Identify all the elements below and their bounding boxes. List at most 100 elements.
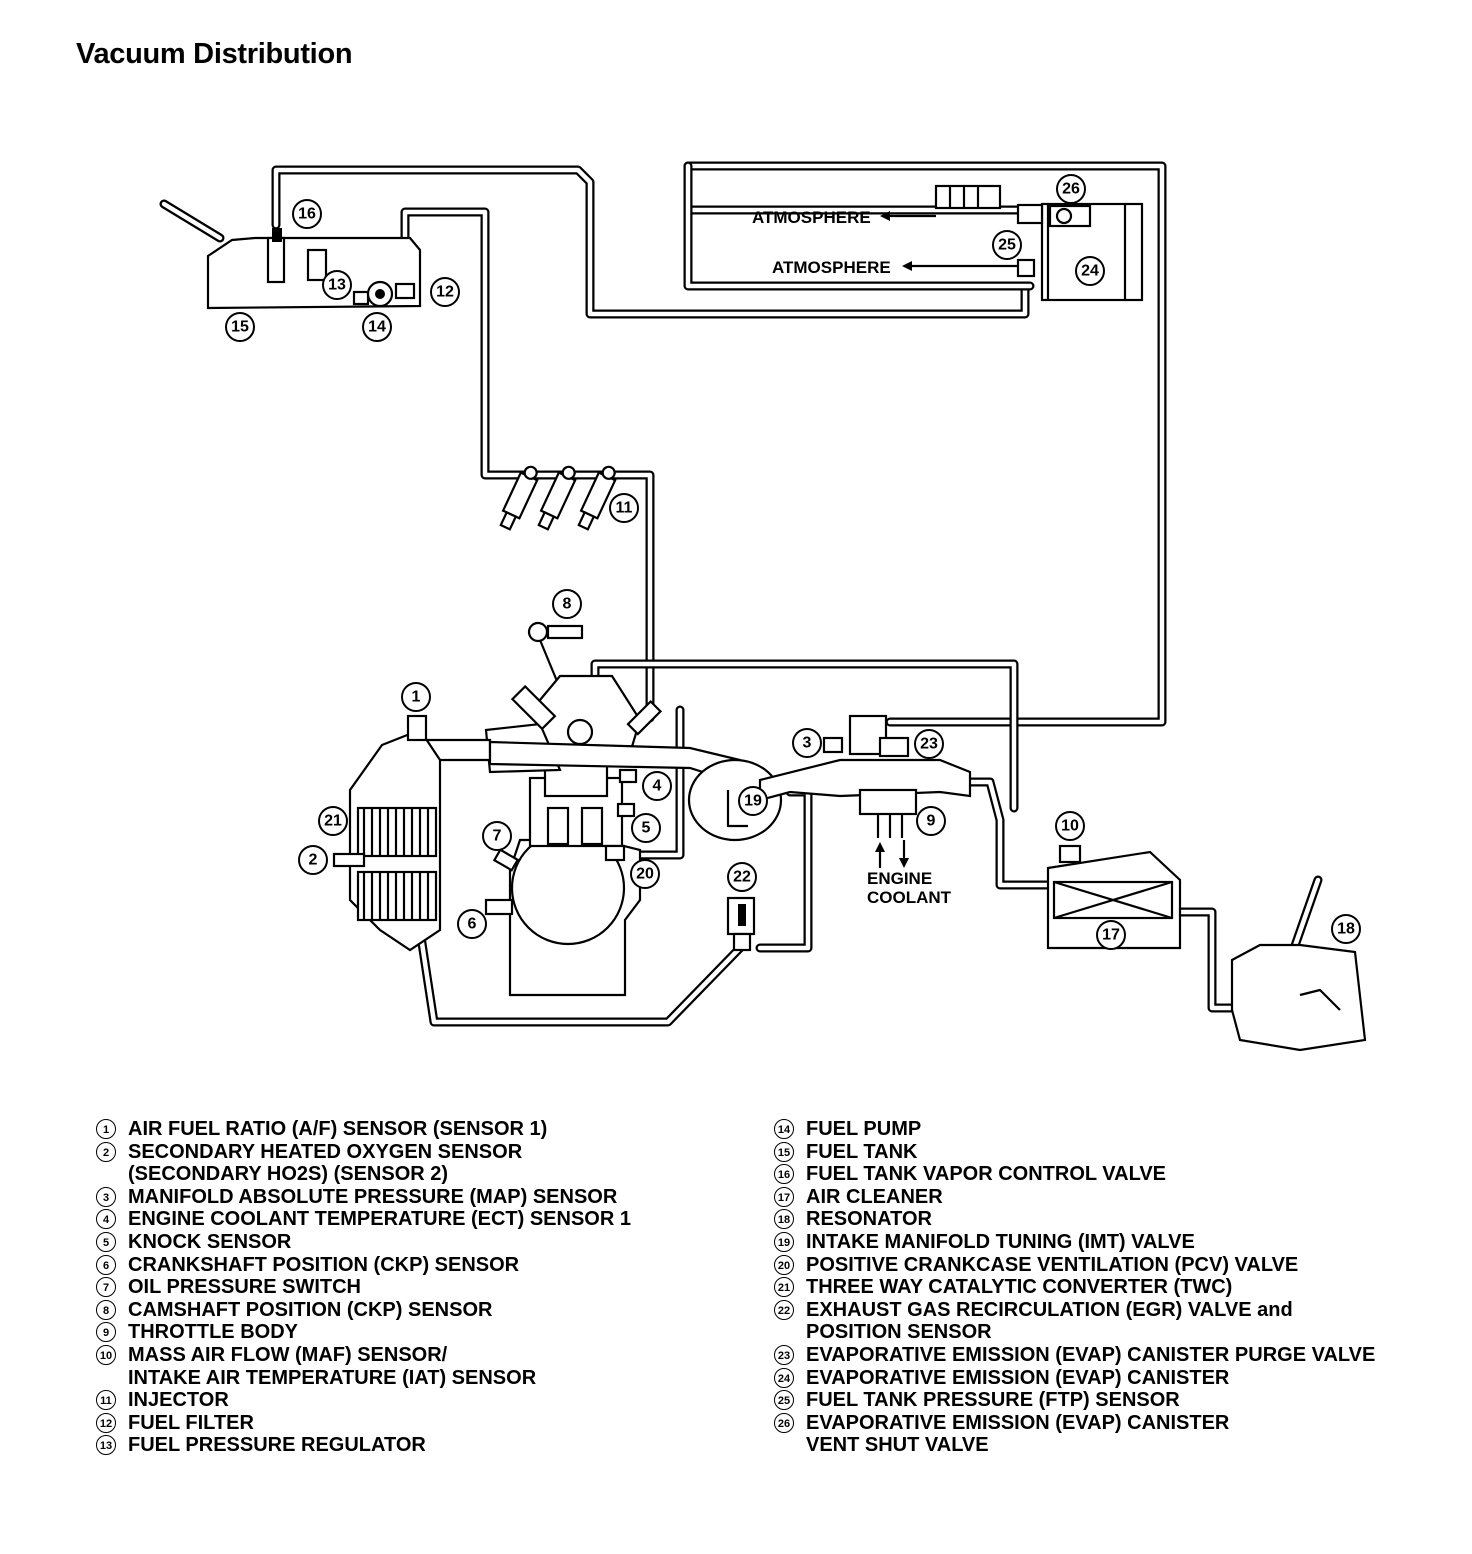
svg-text:13: 13 [328,277,346,294]
svg-text:17: 17 [1102,927,1120,944]
legend-number: 4 [96,1209,116,1230]
callout-14: 14 [362,312,392,342]
svg-text:1: 1 [412,689,421,706]
legend-number: 8 [96,1299,116,1320]
svg-text:20: 20 [636,866,654,883]
legend-item-12: 12 FUEL FILTER [96,1412,631,1435]
svg-text:5: 5 [642,820,651,837]
callout-19: 19 [738,786,768,816]
legend-number: 9 [96,1322,116,1343]
legend-number: 17 [774,1186,794,1207]
engine [484,674,663,997]
legend-text: EVAPORATIVE EMISSION (EVAP) CANISTER VEN… [806,1411,1230,1457]
callout-10: 10 [1055,811,1085,841]
callout-5: 5 [631,813,661,843]
legend-text: INJECTOR [128,1389,229,1412]
legend-number: 1 [96,1119,116,1139]
legend-text: FUEL PRESSURE REGULATOR [128,1434,426,1457]
legend-text: RESONATOR [806,1208,932,1231]
legend-text: EXHAUST GAS RECIRCULATION (EGR) VALVE an… [806,1298,1293,1344]
legend-text: FUEL PUMP [806,1118,922,1140]
legend-text: INTAKE MANIFOLD TUNING (IMT) VALVE [806,1230,1195,1253]
atmosphere-label-upper: ATMOSPHERE [752,208,871,227]
catalytic-converter [332,714,492,952]
callout-11: 11 [609,493,639,523]
legend-text: OIL PRESSURE SWITCH [128,1276,361,1299]
svg-text:11: 11 [616,500,633,517]
legend-number: 20 [774,1254,794,1275]
svg-text:25: 25 [998,237,1016,254]
legend-number: 19 [774,1231,794,1252]
legend-item-11: 11 INJECTOR [96,1389,631,1412]
legend-text: FUEL FILTER [128,1411,254,1434]
legend-item-7: 7 OIL PRESSURE SWITCH [96,1276,631,1299]
legend-item-19: 19 INTAKE MANIFOLD TUNING (IMT) VALVE [774,1231,1375,1254]
callout-25: 25 [992,230,1022,260]
callout-12: 12 [430,277,460,307]
legend-text: AIR FUEL RATIO (A/F) SENSOR (SENSOR 1) [128,1118,548,1140]
legend-text: CAMSHAFT POSITION (CKP) SENSOR [128,1298,493,1321]
svg-text:21: 21 [324,813,342,830]
legend-number: 14 [774,1119,794,1139]
legend-number: 7 [96,1277,116,1298]
svg-text:19: 19 [744,793,762,810]
legend-number: 16 [774,1164,794,1185]
svg-text:24: 24 [1081,263,1099,280]
legend-item-2: 2 SECONDARY HEATED OXYGEN SENSOR (SECONDA… [96,1141,631,1186]
legend-text: THROTTLE BODY [128,1321,298,1344]
callout-9: 9 [916,806,946,836]
legend-text: MANIFOLD ABSOLUTE PRESSURE (MAP) SENSOR [128,1185,618,1208]
legend-item-13: 13 FUEL PRESSURE REGULATOR [96,1434,631,1457]
legend-item-21: 21 THREE WAY CATALYTIC CONVERTER (TWC) [774,1276,1375,1299]
legend-number: 13 [96,1435,116,1456]
evap-canister-assembly [880,184,1144,302]
svg-text:2: 2 [309,852,318,869]
legend-number: 5 [96,1231,116,1252]
svg-text:26: 26 [1062,181,1080,198]
svg-text:7: 7 [493,828,502,845]
legend-number: 2 [96,1141,116,1162]
svg-text:8: 8 [563,596,572,613]
legend-text: CRANKSHAFT POSITION (CKP) SENSOR [128,1253,520,1276]
legend-item-3: 3 MANIFOLD ABSOLUTE PRESSURE (MAP) SENSOR [96,1186,631,1209]
legend-number: 18 [774,1209,794,1230]
callout-22: 22 [727,862,757,892]
legend-number: 24 [774,1367,794,1388]
legend-text: MASS AIR FLOW (MAF) SENSOR/ INTAKE AIR T… [128,1343,537,1389]
legend-text: THREE WAY CATALYTIC CONVERTER (TWC) [806,1276,1233,1299]
legend-number: 21 [774,1277,794,1298]
legend-text: SECONDARY HEATED OXYGEN SENSOR (SECONDAR… [128,1140,523,1186]
legend-text: POSITIVE CRANKCASE VENTILATION (PCV) VAL… [806,1253,1299,1276]
legend-number: 26 [774,1412,794,1433]
legend-number: 3 [96,1186,116,1207]
legend-number: 6 [96,1254,116,1275]
legend-number: 10 [96,1344,116,1365]
throttle-body [822,714,918,868]
svg-text:18: 18 [1337,921,1355,938]
callout-13: 13 [322,270,352,300]
legend-item-8: 8 CAMSHAFT POSITION (CKP) SENSOR [96,1299,631,1322]
legend-text: AIR CLEANER [806,1185,943,1208]
legend-number: 12 [96,1412,116,1433]
legend-item-6: 6 CRANKSHAFT POSITION (CKP) SENSOR [96,1254,631,1277]
legend-text: FUEL TANK [806,1140,918,1163]
callout-2: 2 [298,845,328,875]
callout-24: 24 [1075,256,1105,286]
legend-item-10: 10 MASS AIR FLOW (MAF) SENSOR/ INTAKE AIR… [96,1344,631,1389]
svg-text:4: 4 [653,778,662,795]
legend-text: FUEL TANK VAPOR CONTROL VALVE [806,1163,1167,1186]
callout-26: 26 [1056,174,1086,204]
legend-number: 11 [96,1390,116,1411]
callout-8: 8 [552,589,582,619]
legend-number: 25 [774,1390,794,1411]
callout-4: 4 [642,771,672,801]
legend-text: EVAPORATIVE EMISSION (EVAP) CANISTER PUR… [806,1343,1376,1366]
callout-1: 1 [401,682,431,712]
